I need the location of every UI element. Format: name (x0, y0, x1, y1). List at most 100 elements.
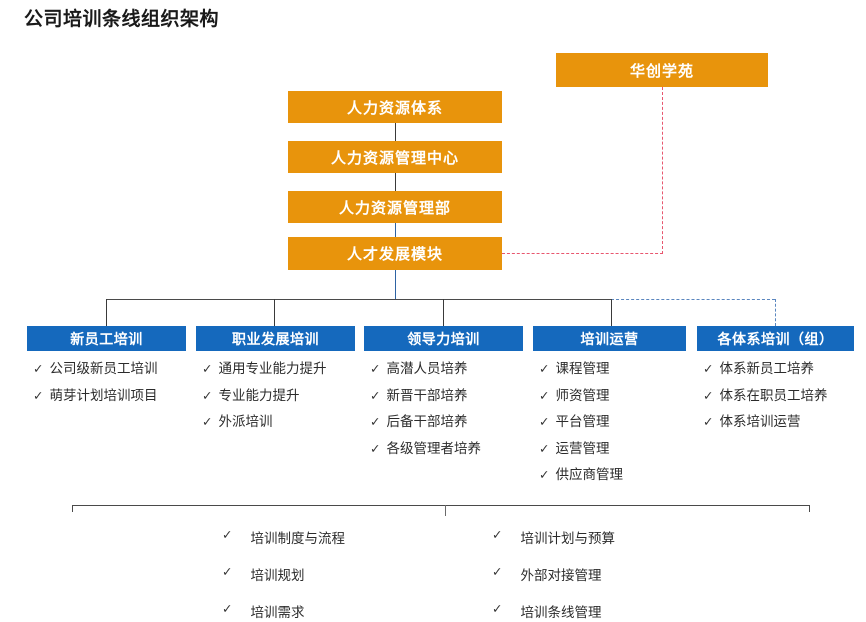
check-icon: ✓ (202, 414, 213, 430)
list-item-label: 专业能力提升 (218, 387, 300, 404)
column-list-new-employee-training: ✓ 公司级新员工培训 ✓ 萌芽计划培训项目 (33, 361, 198, 415)
list-item: ✓ 后备干部培养 (370, 414, 535, 431)
column-header-new-employee-training[interactable]: 新员工培训 (27, 326, 186, 351)
column-drop-4 (611, 299, 612, 326)
bracket-right-cap (809, 505, 810, 512)
list-item: ✓ 供应商管理 (539, 467, 699, 484)
list-item: ✓ 培训计划与预算 (492, 527, 712, 547)
column-header-career-development-training[interactable]: 职业发展培训 (196, 326, 355, 351)
list-item: ✓ 运营管理 (539, 440, 699, 458)
hierarchy-box-hr-system[interactable]: 人力资源体系 (288, 91, 502, 123)
check-icon: ✓ (539, 387, 550, 403)
check-icon: ✓ (703, 414, 714, 430)
column-header-label: 职业发展培训 (232, 331, 319, 348)
list-item: ✓ 专业能力提升 (202, 387, 367, 405)
list-item-label: 体系新员工培养 (719, 361, 814, 377)
affiliate-box-huachuang[interactable]: 华创学苑 (556, 53, 768, 87)
check-icon: ✓ (492, 527, 503, 542)
list-item: ✓ 外部对接管理 (492, 564, 712, 584)
hierarchy-box-label: 人力资源管理中心 (330, 148, 459, 167)
bracket-top-line (72, 505, 810, 506)
column-header-system-training-group[interactable]: 各体系培训（组） (697, 326, 854, 351)
list-item-label: 外部对接管理 (520, 568, 602, 584)
list-item: ✓ 体系新员工培养 (703, 361, 863, 378)
check-icon: ✓ (539, 414, 550, 430)
list-item-label: 培训规划 (250, 568, 305, 584)
column-drop-1 (106, 299, 107, 326)
check-icon: ✓ (492, 564, 503, 579)
affiliate-dashed-connector-horizontal (502, 253, 663, 254)
list-item-label: 新晋干部培养 (386, 387, 468, 404)
list-item: ✓ 平台管理 (539, 414, 699, 431)
column-header-label: 各体系培训（组） (717, 331, 834, 348)
list-item-label: 体系培训运营 (719, 414, 801, 431)
check-icon: ✓ (703, 361, 714, 376)
list-item: ✓ 课程管理 (539, 361, 699, 378)
check-icon: ✓ (370, 440, 381, 456)
check-icon: ✓ (202, 387, 213, 403)
list-item-label: 公司级新员工培训 (49, 361, 158, 377)
check-icon: ✓ (539, 440, 550, 456)
affiliate-box-label: 华创学苑 (629, 61, 694, 80)
distribution-bus-dashed (611, 299, 775, 300)
list-item-label: 后备干部培养 (386, 414, 468, 431)
hierarchy-connector-3 (395, 223, 396, 237)
list-item-label: 培训条线管理 (520, 605, 602, 621)
list-item-label: 师资管理 (555, 387, 610, 404)
check-icon: ✓ (33, 387, 44, 403)
list-item: ✓ 体系在职员工培养 (703, 387, 863, 405)
hierarchy-box-label: 人才发展模块 (346, 245, 443, 263)
list-item: ✓ 师资管理 (539, 387, 699, 405)
list-item: ✓ 萌芽计划培训项目 (33, 387, 198, 405)
list-item-label: 体系在职员工培养 (719, 387, 828, 404)
column-list-leadership-training: ✓ 高潜人员培养 ✓ 新晋干部培养 ✓ 后备干部培养 ✓ 各级管理者培养 (370, 361, 535, 468)
check-icon: ✓ (202, 361, 213, 376)
hierarchy-box-talent-development[interactable]: 人才发展模块 (288, 237, 502, 270)
hierarchy-box-hr-center[interactable]: 人力资源管理中心 (288, 141, 502, 173)
hierarchy-box-label: 人力资源体系 (346, 98, 443, 117)
list-item: ✓ 培训制度与流程 (222, 527, 442, 547)
check-icon: ✓ (222, 527, 233, 542)
list-item-label: 高潜人员培养 (386, 361, 468, 377)
list-item-label: 培训需求 (250, 605, 305, 621)
column-drop-3 (443, 299, 444, 326)
list-item: ✓ 新晋干部培养 (370, 387, 535, 405)
bottom-bracket (72, 505, 810, 517)
list-item: ✓ 高潜人员培养 (370, 361, 535, 378)
check-icon: ✓ (539, 361, 550, 376)
list-item: ✓ 通用专业能力提升 (202, 361, 367, 378)
bottom-list-right: ✓ 培训计划与预算 ✓ 外部对接管理 ✓ 培训条线管理 (492, 527, 712, 622)
column-drop-5 (775, 299, 776, 326)
distribution-bus-solid (106, 299, 611, 300)
list-item-label: 运营管理 (555, 440, 610, 457)
check-icon: ✓ (539, 467, 550, 483)
bracket-left-cap (72, 505, 73, 512)
hierarchy-connector-2 (395, 173, 396, 191)
list-item-label: 培训计划与预算 (520, 531, 615, 547)
check-icon: ✓ (703, 387, 714, 403)
check-icon: ✓ (33, 361, 44, 376)
column-drop-2 (274, 299, 275, 326)
column-header-leadership-training[interactable]: 领导力培训 (364, 326, 523, 351)
list-item: ✓ 培训规划 (222, 564, 442, 584)
column-list-training-operations: ✓ 课程管理 ✓ 师资管理 ✓ 平台管理 ✓ 运营管理 ✓ 供应商管理 (539, 361, 699, 495)
affiliate-dashed-connector-vertical (662, 87, 663, 254)
hierarchy-box-hr-department[interactable]: 人力资源管理部 (288, 191, 502, 223)
check-icon: ✓ (222, 601, 233, 616)
list-item-label: 外派培训 (218, 414, 273, 431)
column-header-training-operations[interactable]: 培训运营 (533, 326, 686, 351)
column-list-career-development-training: ✓ 通用专业能力提升 ✓ 专业能力提升 ✓ 外派培训 (202, 361, 367, 442)
bracket-center-stub (445, 505, 446, 516)
bottom-list-left: ✓ 培训制度与流程 ✓ 培训规划 ✓ 培训需求 (222, 527, 442, 622)
list-item: ✓ 培训需求 (222, 601, 442, 621)
column-header-label: 培训运营 (580, 331, 639, 348)
list-item-label: 各级管理者培养 (386, 440, 481, 457)
list-item-label: 平台管理 (555, 414, 610, 431)
list-item: ✓ 外派培训 (202, 414, 367, 431)
list-item-label: 供应商管理 (555, 467, 623, 484)
list-item-label: 培训制度与流程 (250, 531, 345, 547)
column-header-label: 新员工培训 (70, 331, 143, 348)
column-header-label: 领导力培训 (407, 331, 480, 348)
list-item: ✓ 体系培训运营 (703, 414, 863, 431)
